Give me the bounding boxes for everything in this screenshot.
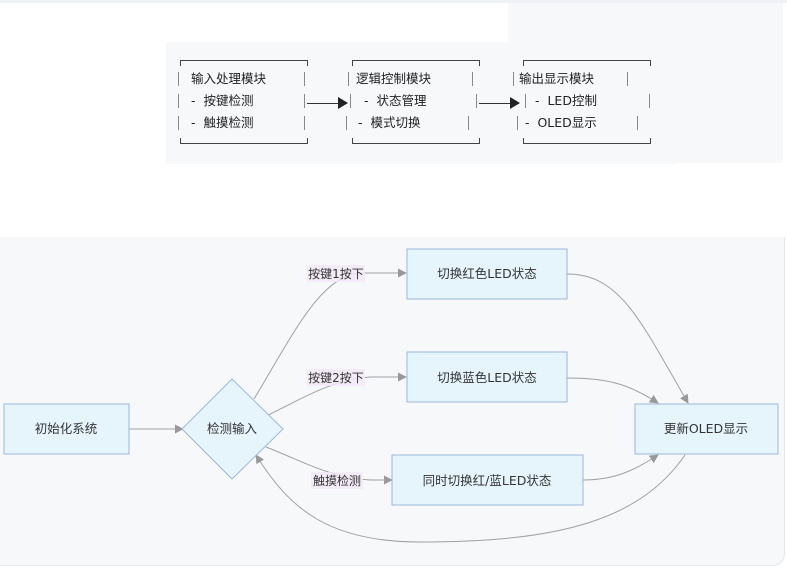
- svg-text:初始化系统: 初始化系统: [35, 421, 98, 436]
- svg-text:触摸检测: 触摸检测: [313, 473, 361, 488]
- edge-label-key1: 按键1按下: [307, 265, 365, 282]
- svg-text:检测输入: 检测输入: [207, 421, 258, 436]
- module-item: - 状态管理: [364, 93, 427, 108]
- node-update-oled[interactable]: 更新OLED显示: [634, 403, 779, 455]
- node-init[interactable]: 初始化系统: [3, 403, 130, 455]
- edge-label-touch: 触摸检测: [311, 472, 363, 489]
- node-red-led[interactable]: 切换红色LED状态: [406, 248, 568, 300]
- svg-text:按键2按下: 按键2按下: [308, 371, 364, 385]
- module-item: - LED控制: [535, 93, 597, 108]
- svg-text:更新OLED显示: 更新OLED显示: [664, 421, 748, 436]
- node-blue-led[interactable]: 切换蓝色LED状态: [406, 351, 568, 403]
- module-output-box: 输出显示模块 - LED控制 - OLED显示: [513, 60, 651, 144]
- module-title: 输入处理模块: [191, 71, 267, 86]
- svg-text:切换红色LED状态: 切换红色LED状态: [437, 266, 537, 281]
- edge-blue-oled: [566, 377, 659, 404]
- arrowhead-icon: [510, 97, 520, 109]
- edge-detect-blue: [267, 372, 407, 416]
- edge-both-oled: [582, 454, 659, 481]
- module-title: 输出显示模块: [519, 71, 595, 86]
- edge-label-key2: 按键2按下: [307, 369, 365, 386]
- module-item: - OLED显示: [525, 115, 597, 130]
- module-item: - 模式切换: [358, 115, 421, 130]
- svg-text:同时切换红/蓝LED状态: 同时切换红/蓝LED状态: [423, 473, 552, 488]
- module-input-box: 输入处理模块 - 按键检测 - 触摸检测: [178, 60, 308, 144]
- module-item: - 触摸检测: [191, 115, 254, 130]
- module-item: - 按键检测: [191, 93, 254, 108]
- edge-detect-both: [265, 446, 393, 485]
- edge-red-oled: [566, 273, 689, 404]
- module-diagram: 输入处理模块 - 按键检测 - 触摸检测 逻辑控制模块 - 状态管理 - 模式切…: [166, 42, 676, 164]
- arrow-connector: [479, 103, 511, 104]
- svg-text:按键1按下: 按键1按下: [308, 267, 364, 281]
- module-title: 逻辑控制模块: [356, 71, 432, 86]
- top-strip: [0, 0, 787, 3]
- edge-oled-detect: [255, 454, 686, 543]
- arrowhead-icon: [338, 97, 348, 109]
- node-both-led[interactable]: 同时切换红/蓝LED状态: [391, 454, 584, 506]
- module-logic-box: 逻辑控制模块 - 状态管理 - 模式切换: [346, 60, 480, 144]
- svg-text:切换蓝色LED状态: 切换蓝色LED状态: [437, 370, 537, 385]
- arrow-connector: [307, 103, 339, 104]
- node-detect-decision[interactable]: 检测输入: [181, 378, 284, 480]
